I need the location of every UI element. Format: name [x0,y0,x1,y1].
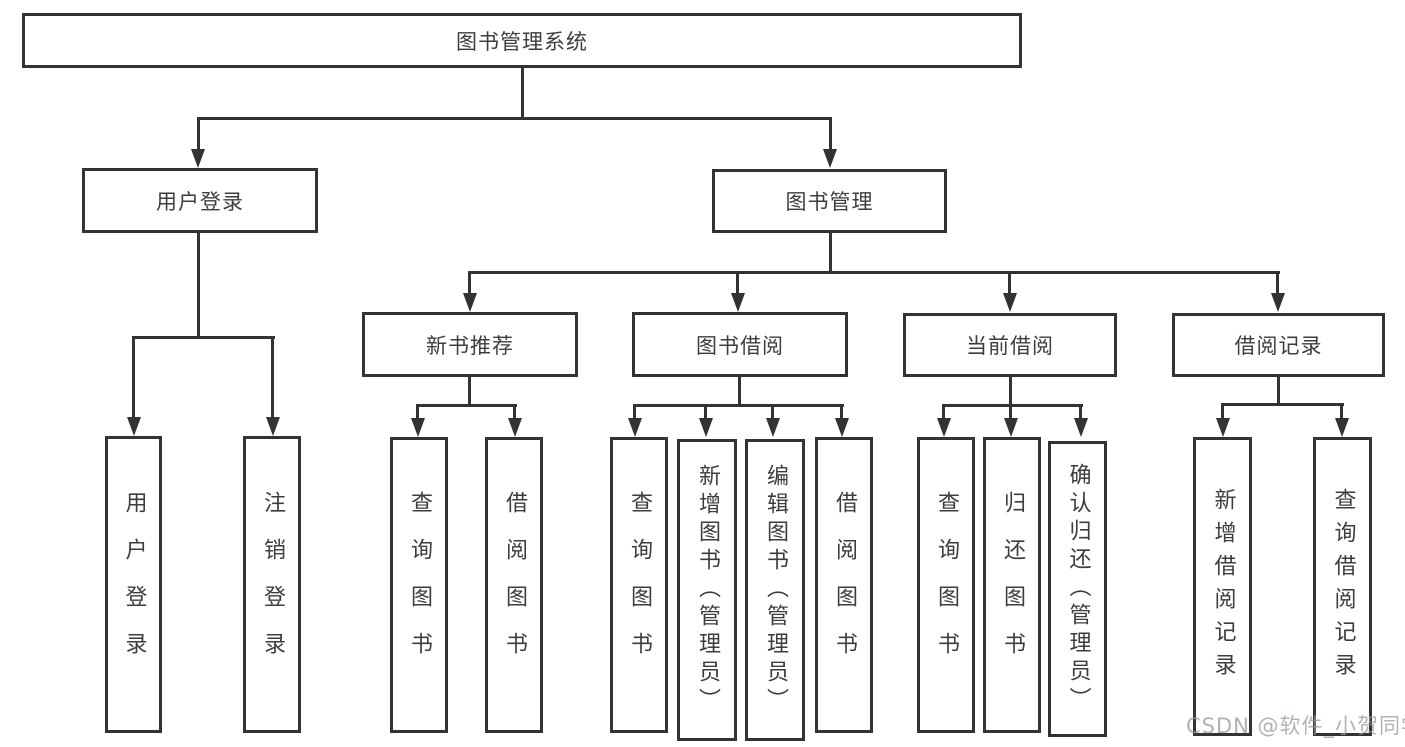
connector [468,271,471,294]
node-label: 当前借阅 [966,334,1054,358]
node-label: 图书借阅 [696,333,784,358]
connector [1221,403,1344,406]
connector [132,336,135,418]
arrow-down-icon [411,418,425,437]
arrow-down-icon [731,293,745,312]
connector [468,377,471,407]
leaf-query-books-3: 查询图书 [917,437,975,733]
connector [132,336,275,339]
node-label: 借阅图书 [502,491,527,679]
node-library-system: 图书管理系统 [22,13,1022,68]
connector [1079,404,1082,419]
leaf-query-books-1: 查询图书 [390,437,448,733]
leaf-user-login: 用户登录 [105,436,162,733]
leaf-return-books: 归还图书 [983,437,1041,733]
node-label: 新增图书（管理员） [695,464,720,716]
node-user-login: 用户登录 [82,168,318,233]
connector [1340,403,1343,419]
leaf-add-book-admin: 新增图书（管理员） [677,439,737,741]
connector [513,404,516,419]
node-label: 新书推荐 [426,333,514,358]
node-label: 查询图书 [407,491,432,679]
node-label: 借阅图书 [832,491,857,679]
node-label: 确认归还（管理员） [1065,463,1091,715]
connector [738,377,741,407]
leaf-borrow-books-1: 借阅图书 [485,437,543,733]
connector [704,404,707,419]
node-label: 归还图书 [1000,491,1025,679]
connector [942,404,945,419]
arrow-down-icon [1004,418,1018,437]
arrow-down-icon [1003,293,1017,312]
leaf-confirm-return-admin: 确认归还（管理员） [1048,441,1107,737]
arrow-down-icon [1074,418,1088,437]
connector [1009,404,1012,419]
connector [736,271,739,294]
leaf-edit-book-admin: 编辑图书（管理员） [745,439,805,741]
connector [1277,377,1280,406]
connector [1009,377,1012,407]
arrow-down-icon [699,418,713,437]
connector [468,271,1280,274]
node-label: 查询图书 [627,491,652,679]
node-label: 用户登录 [156,189,244,214]
arrow-down-icon [191,149,205,168]
node-borrowing-records: 借阅记录 [1172,313,1385,377]
arrow-down-icon [127,417,141,436]
connector [271,336,274,418]
connector [1221,403,1224,419]
arrow-down-icon [835,418,849,437]
node-book-management: 图书管理 [712,169,947,233]
connector [197,117,832,120]
connector [840,404,843,419]
connector [416,404,419,419]
arrow-down-icon [1335,418,1349,437]
connector [829,233,832,274]
leaf-add-borrow-record: 新增借阅记录 [1193,437,1252,736]
arrow-down-icon [508,418,522,437]
node-label: 注销登录 [260,490,285,679]
arrow-down-icon [937,418,951,437]
arrow-down-icon [628,418,642,437]
leaf-borrow-books-2: 借阅图书 [815,437,873,733]
arrow-down-icon [823,149,837,168]
connector [1008,271,1011,294]
arrow-down-icon [766,418,780,437]
node-label: 图书管理 [785,190,874,214]
connector [197,117,200,150]
connector [416,404,517,407]
node-label: 借阅记录 [1234,334,1323,358]
leaf-query-borrow-record: 查询借阅记录 [1313,437,1372,736]
connector [771,404,774,419]
connector [829,117,832,150]
node-label: 查询图书 [934,491,959,679]
arrow-down-icon [463,293,477,312]
connector [1276,271,1279,294]
arrow-down-icon [1216,418,1230,437]
node-label: 新增借阅记录 [1210,487,1236,686]
node-label: 用户登录 [121,490,147,679]
node-current-borrowing: 当前借阅 [903,313,1117,377]
node-label: 编辑图书（管理员） [763,464,788,716]
node-label: 查询借阅记录 [1330,487,1356,686]
connector [197,233,200,339]
connector [521,68,524,118]
csdn-watermark: CSDN @软件_小贺同学 [1186,714,1405,738]
node-book-borrowing: 图书借阅 [632,312,848,377]
connector [942,404,1083,407]
leaf-logout-login: 注销登录 [243,436,301,733]
connector [633,404,636,419]
arrow-down-icon [266,417,280,436]
node-new-book-recommend: 新书推荐 [362,312,578,377]
arrow-down-icon [1271,293,1285,312]
connector [633,404,844,407]
node-label: 图书管理系统 [456,29,588,54]
leaf-query-books-2: 查询图书 [610,437,668,733]
